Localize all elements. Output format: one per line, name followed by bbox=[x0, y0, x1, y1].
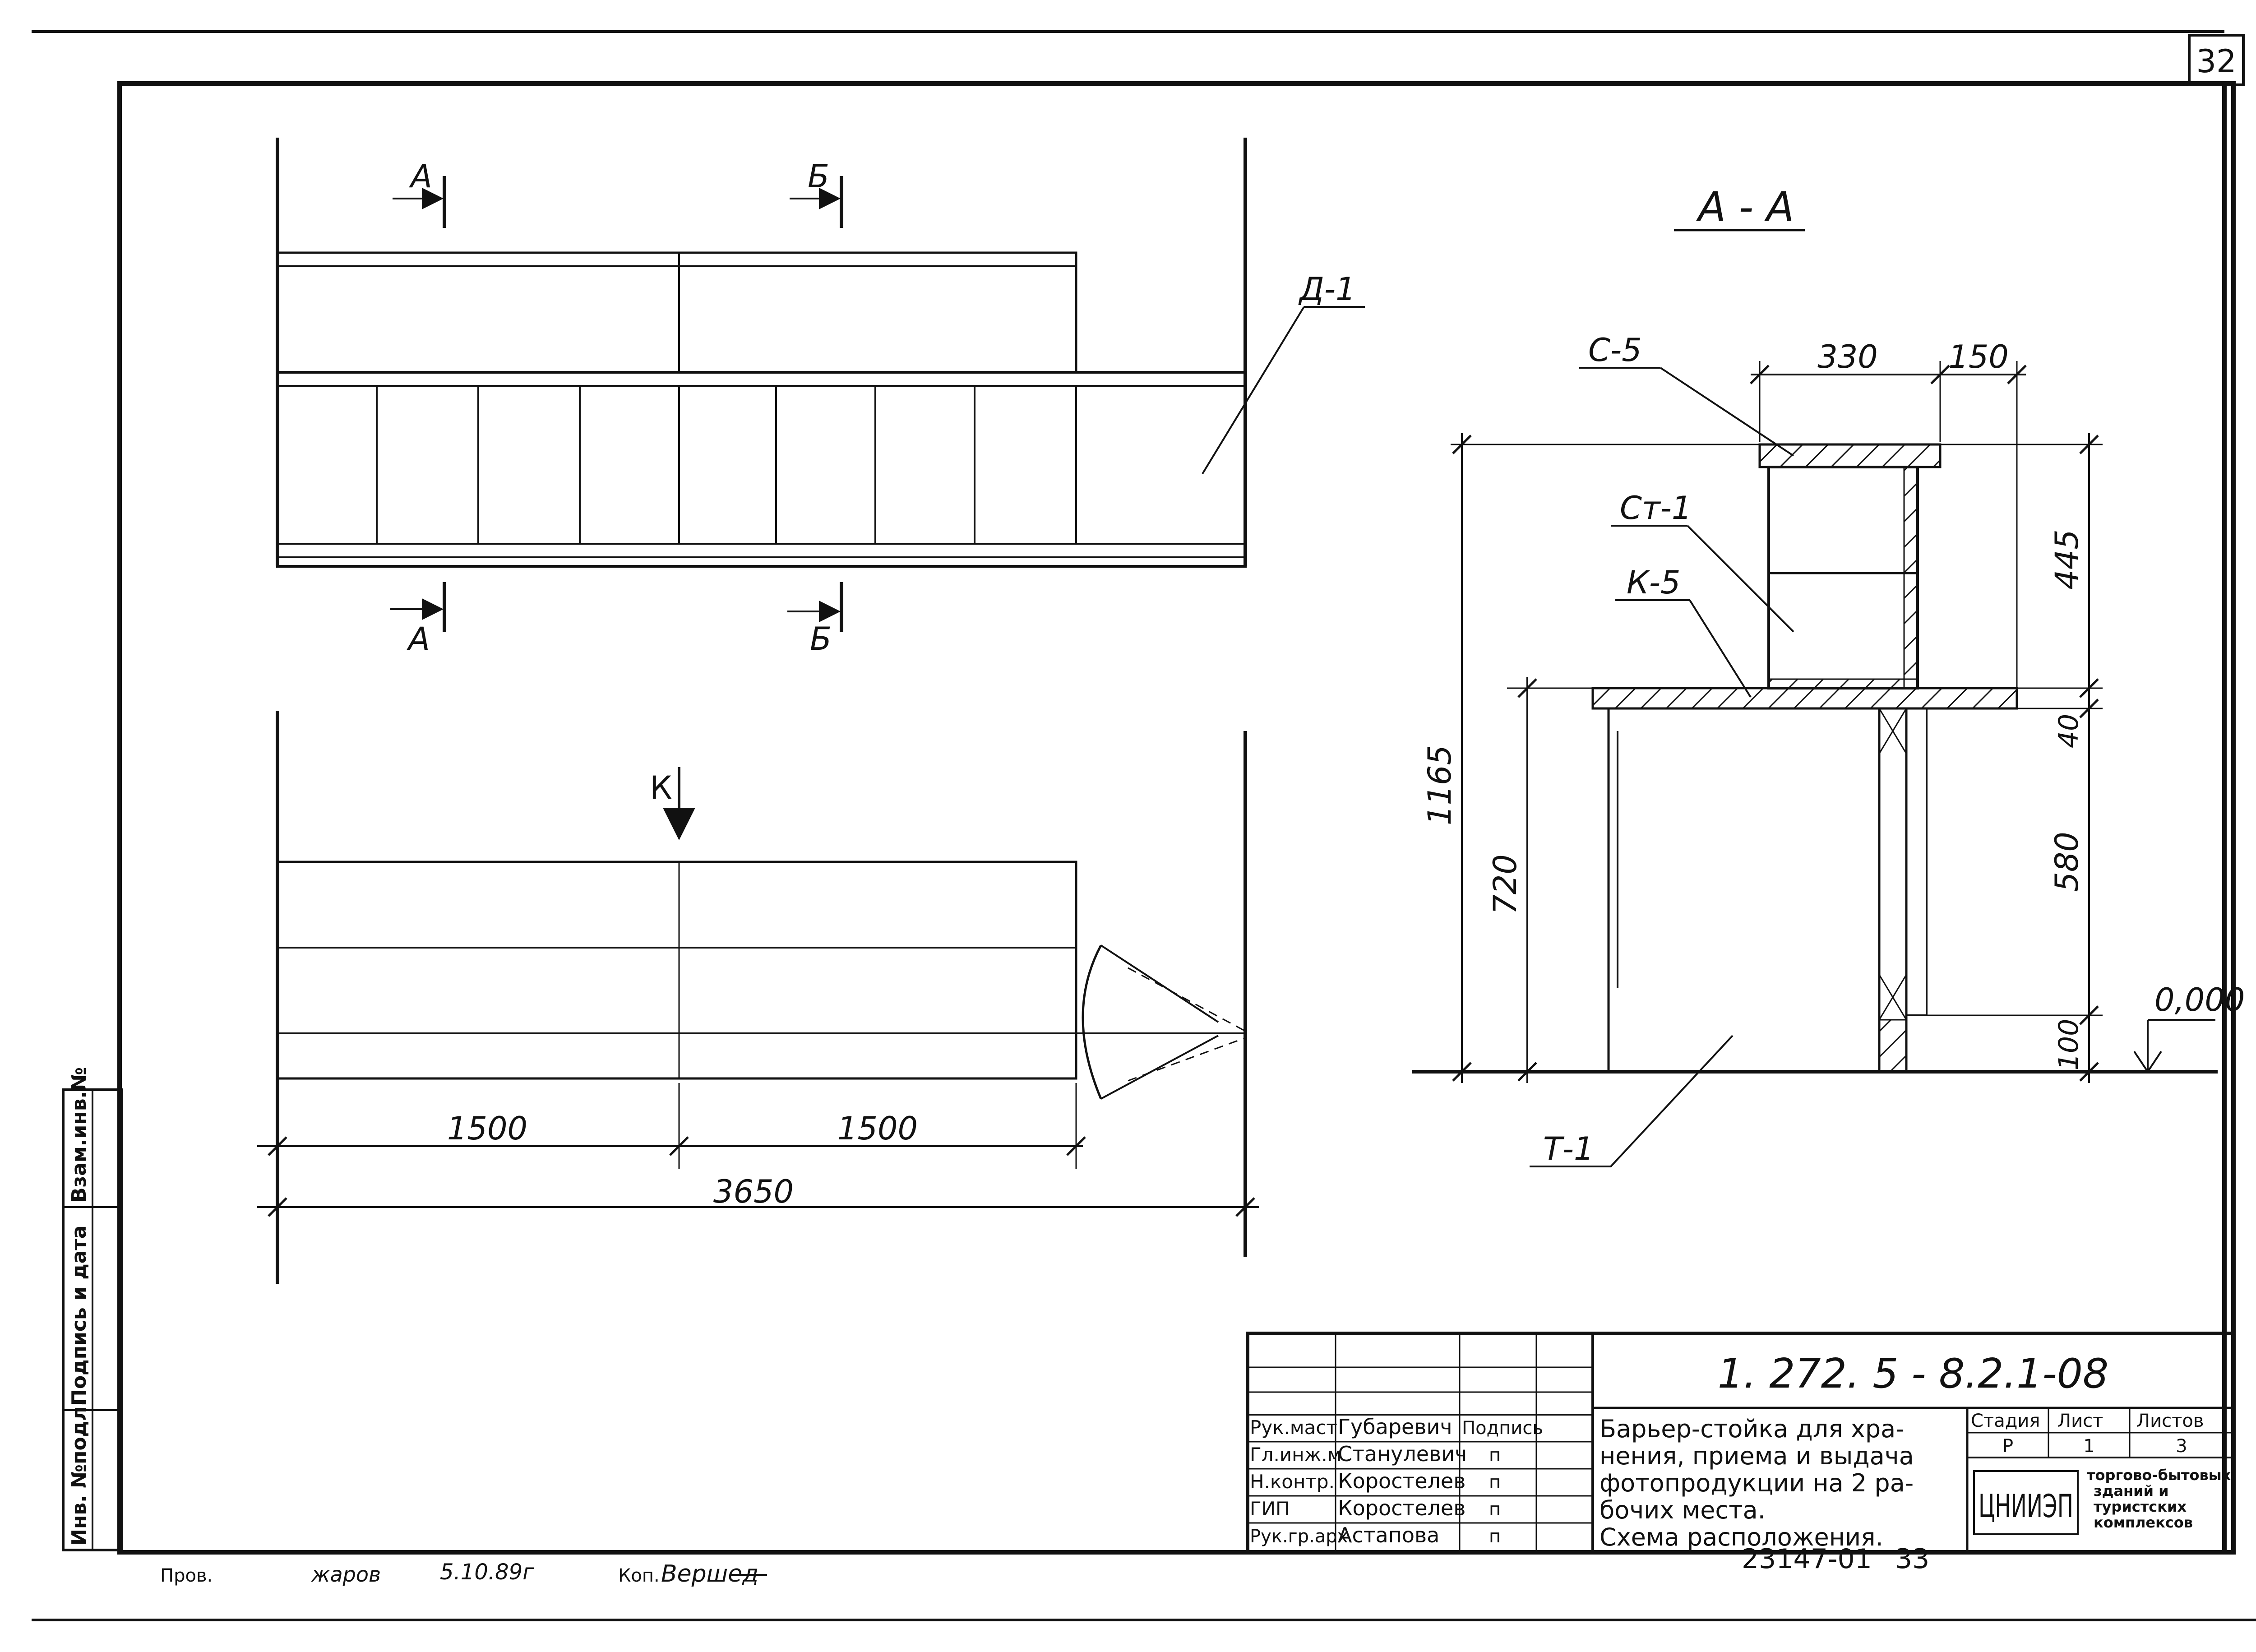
archive-page: 33 bbox=[1895, 1543, 1929, 1575]
tb-role-3: Н.контр. bbox=[1250, 1471, 1335, 1493]
tb-title-line-3: фотопродукции на 2 ра- bbox=[1600, 1469, 1914, 1497]
tb-name-5: Астапова bbox=[1338, 1523, 1439, 1547]
tb-name-3: Коростелев bbox=[1338, 1469, 1465, 1493]
tb-name-4: Коростелев bbox=[1338, 1496, 1465, 1520]
org-logo-text: ЦНИИЭП bbox=[1979, 1488, 2073, 1525]
tb-value-sheet: 1 bbox=[2083, 1436, 2094, 1457]
page-number: 32 bbox=[2196, 43, 2236, 80]
checked-date: 5.10.89г bbox=[440, 1559, 534, 1585]
view-k-mark: К bbox=[650, 769, 672, 806]
tb-title-line-4: бочих места. bbox=[1600, 1496, 1766, 1524]
tb-sign-4: п bbox=[1489, 1499, 1501, 1520]
side-vzam-inv: Взам.инв.№ bbox=[68, 1067, 91, 1203]
section-a-mark-top: А bbox=[409, 158, 432, 195]
tb-value-stage: Р bbox=[2002, 1436, 2013, 1457]
side-inv-podl: Инв. №подл. bbox=[68, 1399, 91, 1546]
label-k5: К-5 bbox=[1627, 564, 1681, 601]
copied-label: Коп. bbox=[618, 1565, 660, 1586]
tb-header-sheet: Лист bbox=[2057, 1411, 2103, 1431]
level-mark: 0,000 bbox=[2154, 981, 2245, 1018]
label-c5: С-5 bbox=[1588, 332, 1642, 369]
section-aa: А - А С-5 Ст-1 К-5 Т-1 bbox=[1412, 184, 2245, 1167]
tb-title-line-5: Схема расположения. bbox=[1600, 1523, 1883, 1551]
section-b-mark-bottom: Б bbox=[810, 620, 832, 657]
tb-header-sheets: Листов bbox=[2136, 1411, 2204, 1431]
tb-org-line-3: туристских bbox=[2094, 1498, 2187, 1515]
archive-code: 23147-01 bbox=[1742, 1543, 1872, 1575]
dim-1500-right: 1500 bbox=[837, 1110, 918, 1147]
tb-role-1: Рук.маст bbox=[1250, 1416, 1337, 1439]
tb-role-4: ГИП bbox=[1250, 1498, 1290, 1520]
section-b-mark-top: Б bbox=[808, 158, 829, 195]
tb-header-stage: Стадия bbox=[1971, 1411, 2040, 1431]
section-a-mark-bottom: А bbox=[407, 620, 430, 657]
tb-sign-3: п bbox=[1489, 1472, 1501, 1493]
dim-580: 580 bbox=[2048, 832, 2085, 892]
tb-value-sheets: 3 bbox=[2176, 1436, 2187, 1457]
dim-720: 720 bbox=[1487, 854, 1524, 915]
tb-role-5: Рук.гр.арх bbox=[1250, 1526, 1348, 1547]
dim-445: 445 bbox=[2048, 529, 2085, 590]
tb-org-line-2: зданий и bbox=[2094, 1482, 2169, 1499]
tb-org-line-1: торгово-бытовых bbox=[2087, 1467, 2231, 1484]
label-t1: Т-1 bbox=[1543, 1130, 1594, 1167]
label-st1: Ст-1 bbox=[1620, 490, 1692, 527]
page-number-box: 32 bbox=[2188, 34, 2245, 86]
plan-view-top: А Б А Б Д-1 bbox=[276, 138, 1365, 657]
org-logo-cniiep: ЦНИИЭП bbox=[1973, 1470, 2079, 1535]
plan-view-bottom: К 1500 1500 3650 bbox=[257, 711, 1259, 1284]
dim-3650: 3650 bbox=[713, 1173, 794, 1210]
tb-sign-2: п bbox=[1489, 1445, 1501, 1466]
shelf-board-c5 bbox=[1758, 443, 1942, 468]
dim-150: 150 bbox=[1948, 338, 2009, 375]
tb-org-line-4: комплексов bbox=[2094, 1514, 2193, 1531]
tb-sign-5: п bbox=[1489, 1526, 1501, 1547]
dim-1500-left: 1500 bbox=[447, 1110, 527, 1147]
dim-1165: 1165 bbox=[1421, 745, 1458, 825]
tb-role-2: Гл.инж.м bbox=[1250, 1444, 1341, 1466]
dim-330: 330 bbox=[1817, 338, 1878, 375]
tb-title-line-1: Барьер-стойка для хра- bbox=[1600, 1415, 1905, 1443]
tb-name-2: Станулевич bbox=[1338, 1442, 1467, 1466]
side-podpis-data: Подпись и дата bbox=[68, 1225, 91, 1406]
sheet-frame bbox=[32, 30, 2256, 1621]
counter-top-k5 bbox=[1591, 687, 2018, 710]
dim-100: 100 bbox=[2053, 1019, 2085, 1071]
tb-name-1: Губаревич bbox=[1338, 1415, 1452, 1439]
bottom-strip: Пров. жаров 5.10.89г Коп. Вершед 23147-0… bbox=[160, 1543, 1929, 1587]
dim-40: 40 bbox=[2053, 714, 2085, 748]
checked-signature: жаров bbox=[311, 1562, 381, 1587]
tb-sign-1: Подпись bbox=[1462, 1418, 1543, 1439]
drawing-designation: 1. 272. 5 - 8.2.1-08 bbox=[1718, 1350, 2108, 1397]
title-block: Рук.маст Губаревич Подпись Гл.инж.м Стан… bbox=[1246, 1332, 2235, 1554]
callout-d1: Д-1 bbox=[1298, 271, 1355, 308]
side-strip: Взам.инв.№ Подпись и дата Инв. №подл. bbox=[62, 1067, 123, 1551]
section-aa-title: А - А bbox=[1696, 184, 1794, 231]
tb-title-line-2: нения, приема и выдача bbox=[1600, 1442, 1914, 1470]
checked-label: Пров. bbox=[160, 1565, 213, 1586]
